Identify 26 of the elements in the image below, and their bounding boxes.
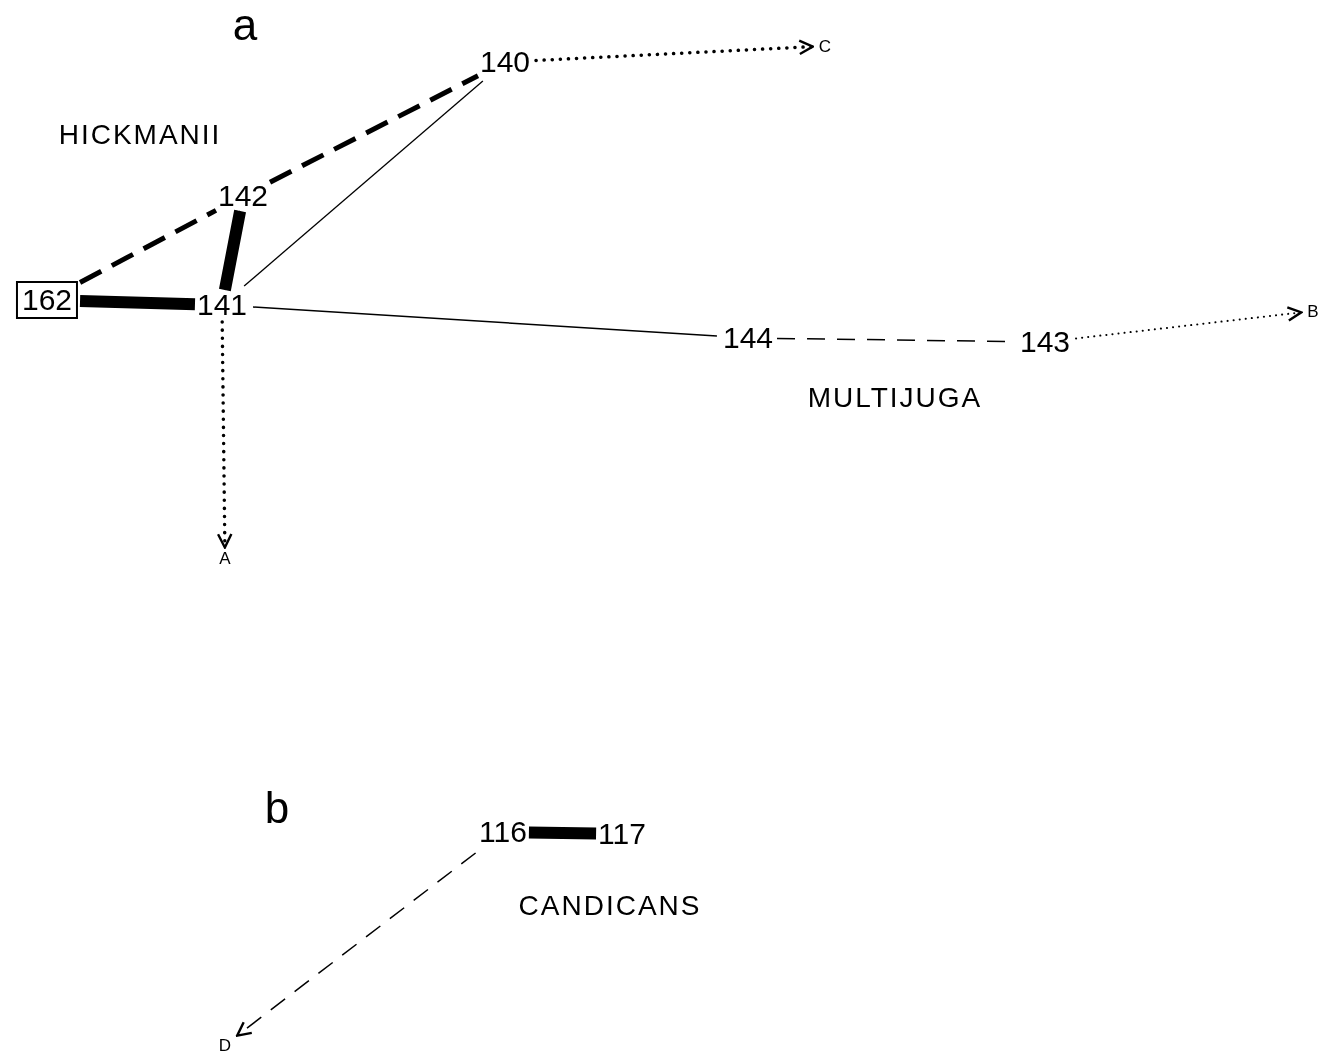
group-label: HICKMANII — [58, 121, 222, 149]
group-label: CANDICANS — [518, 892, 702, 920]
number-box: 162 — [15, 281, 79, 319]
arrow — [534, 39, 815, 63]
node-label: 143 — [1019, 327, 1071, 357]
group-label: MULTIJUGA — [807, 384, 983, 412]
node-label: 141 — [196, 290, 248, 320]
node-label: 116 — [479, 817, 527, 847]
node-label: D — [218, 1036, 232, 1054]
arrow — [1075, 306, 1303, 340]
connector-line — [78, 208, 218, 285]
node-label: B — [1307, 302, 1319, 320]
arrow — [216, 320, 233, 550]
node-label: 117 — [598, 819, 646, 849]
connector-line — [218, 207, 247, 294]
arrow — [235, 852, 477, 1037]
connector-line — [268, 73, 480, 185]
node-label: A — [219, 549, 231, 567]
panel-letter: b — [264, 786, 290, 830]
node-label: C — [818, 37, 832, 55]
connector-line — [243, 80, 484, 287]
node-label: 144 — [722, 323, 774, 353]
connector-line — [252, 306, 718, 337]
node-label: 140 — [479, 47, 531, 77]
node-label: 142 — [217, 181, 269, 211]
panel-letter: a — [232, 3, 258, 47]
